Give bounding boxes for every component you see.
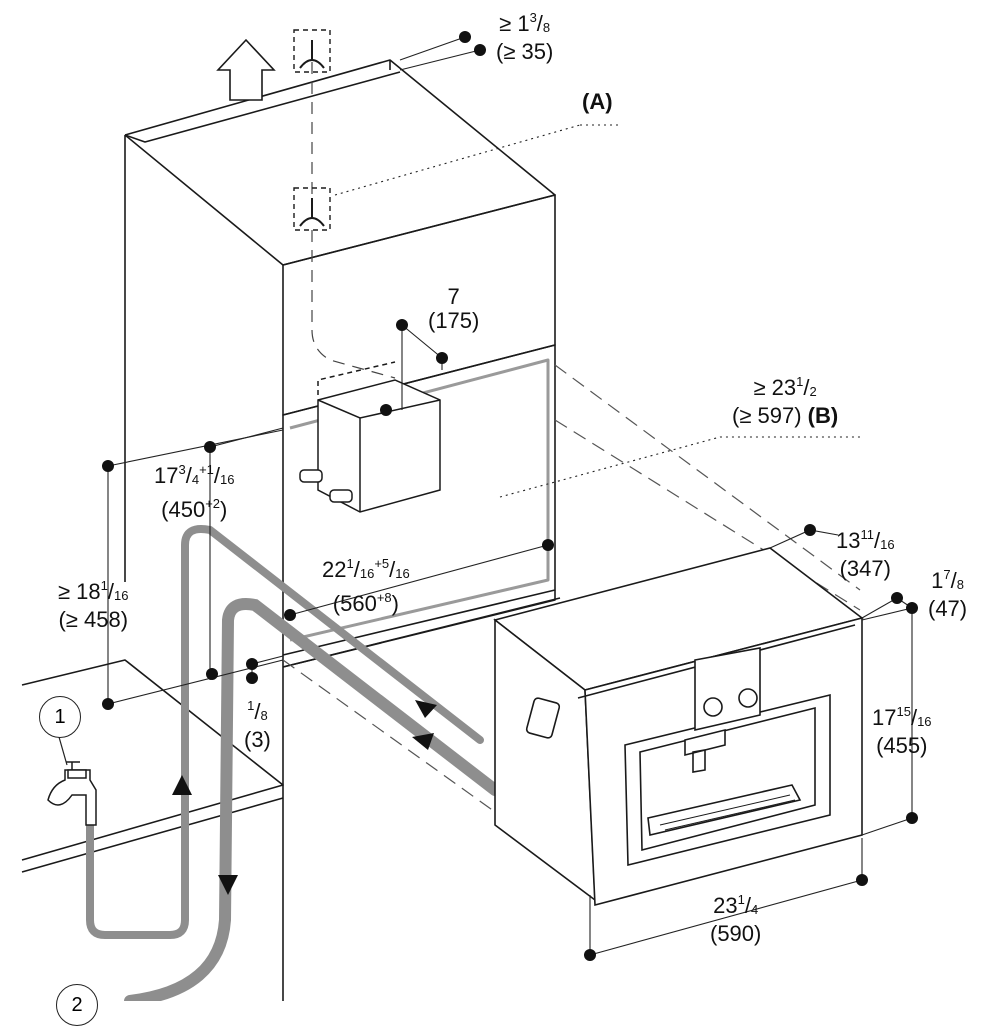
up-arrow-icon <box>216 38 276 101</box>
cabinet-left-side <box>124 134 284 582</box>
water-hoses <box>86 525 501 1001</box>
dim-niche-width: 221/16+5/16 (560+8) <box>322 556 410 616</box>
flow-arrow-up <box>172 775 192 795</box>
dim-front-depth: 17/8 (47) <box>928 567 968 621</box>
dim-connection-height: 7 (175) <box>428 284 480 333</box>
vent-symbol-icon <box>293 29 331 231</box>
flow-arrow-down <box>218 875 238 895</box>
callout-2: 2 <box>56 984 98 1026</box>
marker-a: (A) <box>582 89 613 114</box>
dim-floor-height: ≥ 181/16 (≥ 458) <box>58 578 129 632</box>
connection-box <box>299 361 441 513</box>
dimension-lines <box>107 36 913 956</box>
cabinet-upper-front <box>282 194 556 416</box>
cabinet-top-panel <box>124 59 556 266</box>
water-tap-icon <box>47 761 97 826</box>
dim-niche-height: 173/4+1/16 (450+2) <box>154 462 235 522</box>
dimension-dots <box>102 31 918 961</box>
callout-1: 1 <box>39 696 81 738</box>
dim-niche-depth: ≥ 231/2 (≥ 597) (B) <box>732 374 839 428</box>
dim-device-depth: 1311/16 (347) <box>836 527 895 581</box>
dim-device-height: 1715/16 (455) <box>872 704 932 758</box>
dim-top-gap: ≥ 13/8 (≥ 35) <box>496 10 554 64</box>
installation-diagram <box>21 29 918 1001</box>
coffee-machine <box>493 547 864 907</box>
countertop <box>21 659 284 873</box>
dim-device-width: 231/4 (590) <box>710 892 762 946</box>
dim-gap-small: 1/8 (3) <box>244 698 271 752</box>
callout-1-leader <box>58 737 68 766</box>
flow-arrow-left <box>412 733 434 750</box>
flow-arrow-right <box>415 700 437 718</box>
